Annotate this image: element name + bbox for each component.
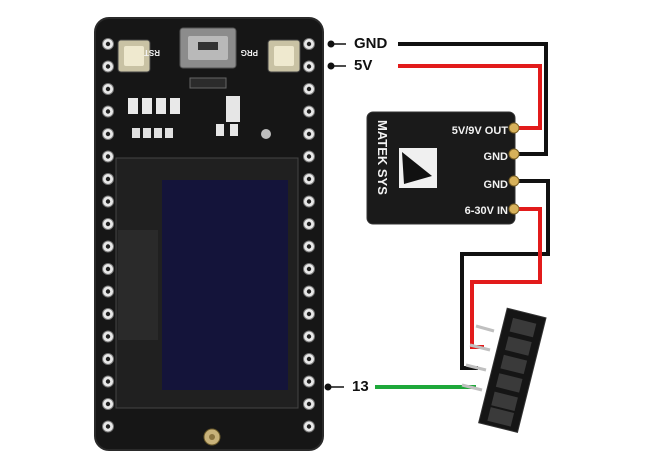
header-pin-hole (105, 154, 111, 159)
header-socket (505, 336, 532, 356)
header-pin-hole (105, 356, 111, 362)
header-pin-hole (306, 221, 312, 227)
header-pin-hole (306, 64, 312, 69)
header-socket (495, 373, 523, 393)
regulator-brand: MATEK SYS (375, 120, 390, 195)
header-pin-hole (306, 199, 312, 204)
antenna-connector-center (209, 434, 215, 440)
rst-label: RST (144, 48, 160, 57)
header-pin-hole (105, 424, 111, 429)
header-pin-hole (105, 401, 111, 407)
header-pin-hole (306, 379, 312, 384)
header-pin-hole (105, 64, 111, 69)
header-pin-hole (105, 266, 111, 272)
wire-gnd-board (398, 42, 548, 156)
header-pins (461, 324, 495, 392)
pad-vin (508, 203, 520, 215)
header-pin-hole (105, 86, 111, 92)
right-header-pins (303, 38, 315, 433)
pin-label-13: 13 (352, 378, 369, 395)
smd-component (156, 98, 166, 114)
header-pin-hole (105, 221, 111, 227)
wire-5v-board (398, 64, 542, 130)
smd-component (216, 124, 224, 136)
left-header-pins (102, 38, 114, 433)
header-pin-hole (306, 356, 312, 362)
header-pin-hole (306, 334, 312, 339)
header-connector (478, 307, 547, 433)
regulator-pin-gnd-in: GND (484, 179, 509, 191)
smd-component (189, 77, 227, 89)
regulator-pin-gnd-out: GND (484, 151, 509, 163)
matek-logo (402, 152, 432, 184)
header-pin-hole (306, 131, 312, 137)
header-socket (491, 391, 518, 412)
regulator-pin-vin: 6-30V IN (465, 205, 508, 217)
usb-opening (198, 42, 218, 50)
header-pin-hole (105, 311, 111, 317)
header-pin-hole (306, 86, 312, 92)
smd-component (128, 98, 138, 114)
header-pin-hole (105, 41, 111, 47)
header-pin-hole (306, 176, 312, 182)
header-pin-hole (306, 109, 312, 114)
pad-out (508, 122, 520, 134)
smd-component (142, 98, 152, 114)
header-pin-hole (105, 109, 111, 114)
rst-button-cap (124, 46, 144, 66)
header-pin-hole (105, 289, 111, 294)
header-pin-hole (105, 131, 111, 137)
header-pin-hole (105, 176, 111, 182)
smd-component (165, 128, 173, 138)
prg-label: PRG (241, 48, 258, 57)
header-socket (487, 407, 515, 427)
header-pin-hole (306, 244, 312, 249)
header-pin-hole (306, 154, 312, 159)
pin-markers (324, 40, 346, 391)
test-pad (261, 129, 271, 139)
header-pin (469, 343, 491, 352)
header-pin-hole (306, 401, 312, 407)
smd-component (230, 124, 238, 136)
header-pin-hole (105, 244, 111, 249)
pad-gnd-in (508, 175, 520, 187)
header-pin-hole (306, 41, 312, 47)
oled-ribbon (118, 230, 158, 340)
header-socket (509, 317, 537, 338)
wires (375, 42, 550, 389)
smd-component (170, 98, 180, 114)
header-pin (475, 324, 495, 333)
smd-component (226, 96, 240, 122)
wire-gnd-input (460, 179, 550, 370)
regulator-pin-out: 5V/9V OUT (452, 125, 509, 137)
oled-screen (162, 180, 288, 390)
header-pin-hole (306, 424, 312, 429)
header-pin-hole (306, 311, 312, 317)
smd-component (154, 128, 162, 138)
header-pin-hole (105, 199, 111, 204)
dev-board: RST PRG (94, 17, 324, 451)
header-pin (465, 363, 487, 372)
prg-button-cap (274, 46, 294, 66)
header-pin-hole (306, 289, 312, 294)
pin-label-gnd: GND (354, 35, 388, 52)
header-pin-hole (105, 379, 111, 384)
smd-component (132, 128, 140, 138)
smd-component (143, 128, 151, 138)
pad-gnd-out (508, 148, 520, 160)
header-pin-hole (105, 334, 111, 339)
header-pin-hole (306, 266, 312, 272)
regulator-pcb (366, 111, 516, 225)
header-pin (461, 383, 483, 392)
regulator-module: MATEK SYS 5V/9V OUT GND GND 6-30V IN (366, 111, 520, 225)
header-socket (500, 354, 528, 375)
pin-label-5v: 5V (354, 57, 373, 74)
